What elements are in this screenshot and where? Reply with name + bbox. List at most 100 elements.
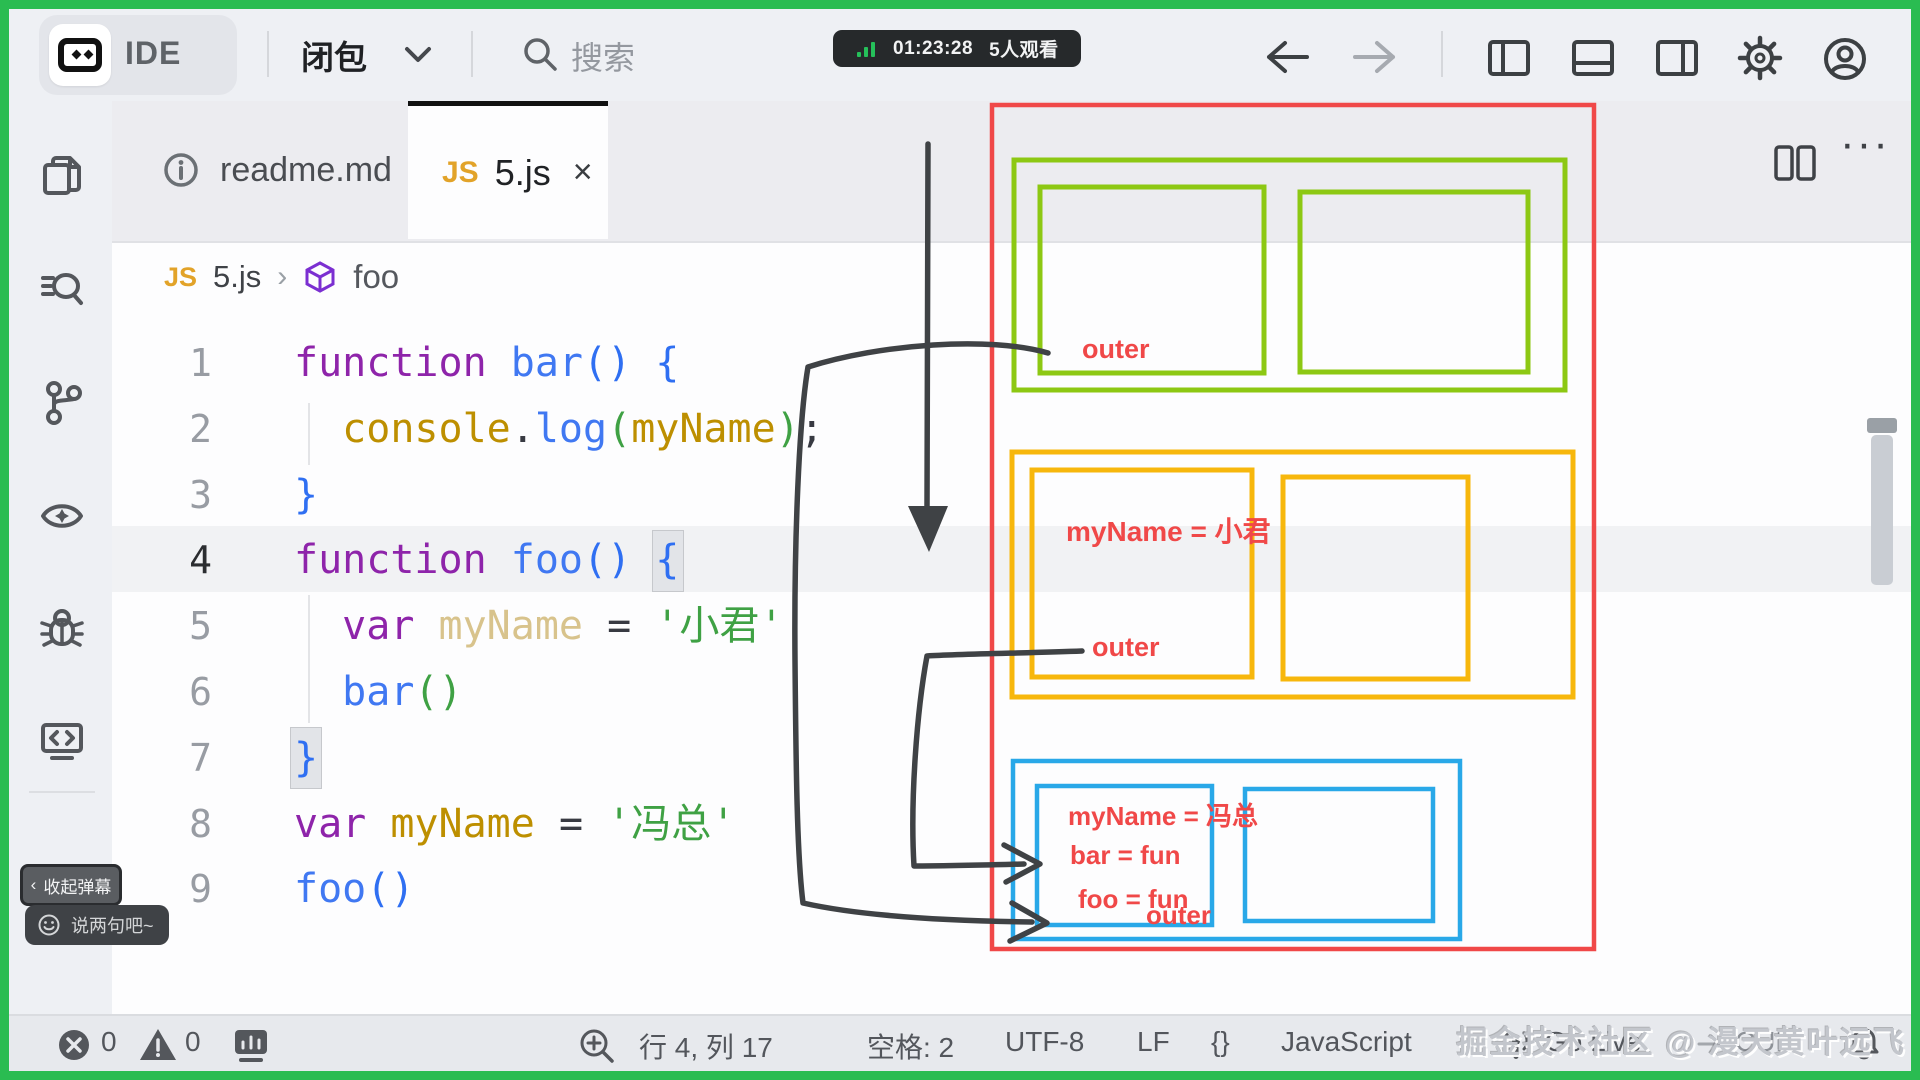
- broadcast-icon[interactable]: [1497, 1025, 1535, 1063]
- divider: [471, 31, 473, 77]
- stats-podium-icon[interactable]: [231, 1028, 271, 1064]
- error-count[interactable]: 0: [101, 1026, 117, 1057]
- zoom-in-icon[interactable]: [577, 1026, 617, 1066]
- cue-status-item[interactable]: CUE: [1735, 1026, 1795, 1057]
- code-line[interactable]: 2 console.log(myName);: [112, 396, 1911, 462]
- code-line[interactable]: 7}: [112, 725, 1911, 791]
- settings-gear-icon[interactable]: [1737, 35, 1783, 81]
- info-icon: [164, 153, 198, 187]
- panel-left-icon[interactable]: [1487, 39, 1531, 77]
- scrollbar-cursor-marker: [1867, 418, 1897, 433]
- close-tab-icon[interactable]: ×: [572, 153, 593, 191]
- indent-guide: [308, 595, 310, 723]
- status-bar: 0 0 行 4, 列 17 空格: 2 UTF-8 LF {} JavaScri…: [9, 1014, 1911, 1071]
- tab-readme[interactable]: readme.md: [126, 101, 444, 239]
- breadcrumb-symbol[interactable]: foo: [353, 258, 400, 295]
- line-number: 2: [189, 406, 212, 451]
- more-actions-icon[interactable]: ···: [1840, 119, 1890, 168]
- smiley-icon: [38, 914, 60, 936]
- code-text: }: [294, 471, 319, 518]
- ide-label: IDE: [125, 35, 182, 71]
- tab-5js[interactable]: JS 5.js ×: [408, 101, 608, 239]
- chevron-down-icon[interactable]: [401, 43, 435, 67]
- chevron-left-icon: ‹: [30, 875, 37, 894]
- code-text: foo(): [294, 866, 415, 913]
- tab-5js-label: 5.js: [494, 151, 551, 193]
- collapse-danmaku-button[interactable]: ‹ 收起弹幕: [20, 864, 122, 906]
- warnings-icon[interactable]: [139, 1027, 177, 1063]
- explorer-files-icon[interactable]: [39, 153, 85, 199]
- code-text: function bar() {: [294, 340, 680, 386]
- cue-arrow-icon[interactable]: [1697, 1030, 1729, 1058]
- split-editor-icon[interactable]: [1772, 143, 1818, 183]
- forward-arrow-icon[interactable]: [1349, 39, 1401, 75]
- danmaku-input[interactable]: 说两句吧~: [25, 905, 169, 945]
- stream-viewers: 5人观看: [989, 40, 1059, 61]
- search-panel-icon[interactable]: [39, 265, 85, 311]
- line-number: 3: [189, 472, 212, 517]
- eol-sequence[interactable]: LF: [1137, 1026, 1170, 1057]
- line-number: 1: [189, 341, 212, 385]
- code-line[interactable]: 1 function bar() {: [112, 330, 1911, 396]
- code-line[interactable]: 9 foo(): [112, 856, 1911, 922]
- code-line[interactable]: 5 var myName = '小君': [112, 593, 1911, 659]
- stream-status-badge: 01:23:28 5人观看: [833, 30, 1081, 67]
- code-line[interactable]: 4 function foo() {: [112, 527, 1911, 593]
- code-text: }: [294, 734, 319, 781]
- signal-bars-icon: [857, 41, 875, 57]
- devtools-console-icon[interactable]: [39, 717, 85, 763]
- indent-guide: [308, 403, 310, 465]
- account-icon[interactable]: [1821, 35, 1869, 83]
- divider: [1441, 31, 1443, 77]
- scrollbar-thumb[interactable]: [1871, 435, 1893, 585]
- code-line[interactable]: 3}: [112, 462, 1911, 528]
- line-number: 7: [189, 735, 212, 780]
- divider: [29, 791, 95, 793]
- warning-count[interactable]: 0: [185, 1026, 201, 1057]
- line-number: 6: [189, 670, 212, 714]
- debug-bug-icon[interactable]: [39, 605, 85, 651]
- panel-bottom-icon[interactable]: [1571, 39, 1615, 77]
- line-number: 4: [189, 538, 212, 583]
- bracket-match-open: [652, 530, 684, 592]
- panel-right-icon[interactable]: [1655, 39, 1699, 77]
- stream-timer: 01:23:28: [893, 37, 974, 59]
- code-line[interactable]: 6 bar(): [112, 659, 1911, 725]
- breadcrumb-separator: ›: [277, 260, 288, 293]
- course-title[interactable]: 闭包: [301, 39, 367, 76]
- code-text: function foo() {: [294, 537, 680, 584]
- ide-logo-icon: [58, 38, 102, 72]
- top-bar: IDE 闭包 搜索 01:23:28 5人观看: [9, 9, 1911, 101]
- cursor-position[interactable]: 行 4, 列 17: [639, 1032, 773, 1063]
- activity-bar: [9, 101, 112, 1016]
- symbol-cube-icon: [305, 261, 335, 293]
- collapse-danmaku-label: 收起弹幕: [43, 877, 112, 897]
- notifications-bell-icon[interactable]: [1845, 1025, 1883, 1063]
- tab-readme-label: readme.md: [220, 150, 392, 189]
- ide-logo-pill[interactable]: IDE: [39, 15, 237, 95]
- braces-indicator[interactable]: {}: [1211, 1026, 1230, 1057]
- js-file-icon: JS: [442, 155, 479, 189]
- bracket-match-close: [290, 727, 322, 789]
- go-live-button[interactable]: Go Live: [1545, 1026, 1642, 1057]
- line-number: 8: [189, 801, 212, 846]
- preview-eye-icon[interactable]: [39, 493, 85, 539]
- search-input[interactable]: 搜索: [571, 40, 636, 76]
- source-control-icon[interactable]: [39, 379, 85, 425]
- indentation-setting[interactable]: 空格: 2: [867, 1032, 955, 1063]
- encoding[interactable]: UTF-8: [1005, 1026, 1085, 1057]
- breadcrumb-file[interactable]: 5.js: [213, 259, 262, 294]
- back-arrow-icon[interactable]: [1261, 39, 1313, 75]
- editor-pane: JS 5.js › foo 1 function bar() { 2 console…: [112, 243, 1911, 1016]
- breadcrumb: JS 5.js › foo: [164, 255, 399, 299]
- language-mode[interactable]: JavaScript: [1281, 1026, 1412, 1057]
- danmaku-input-placeholder: 说两句吧~: [71, 916, 154, 936]
- errors-icon[interactable]: [57, 1028, 91, 1062]
- line-number: 9: [189, 867, 212, 912]
- code-text: var myName = '小君': [342, 603, 784, 650]
- code-text: console.log(myName);: [342, 405, 824, 452]
- search-icon[interactable]: [519, 33, 561, 75]
